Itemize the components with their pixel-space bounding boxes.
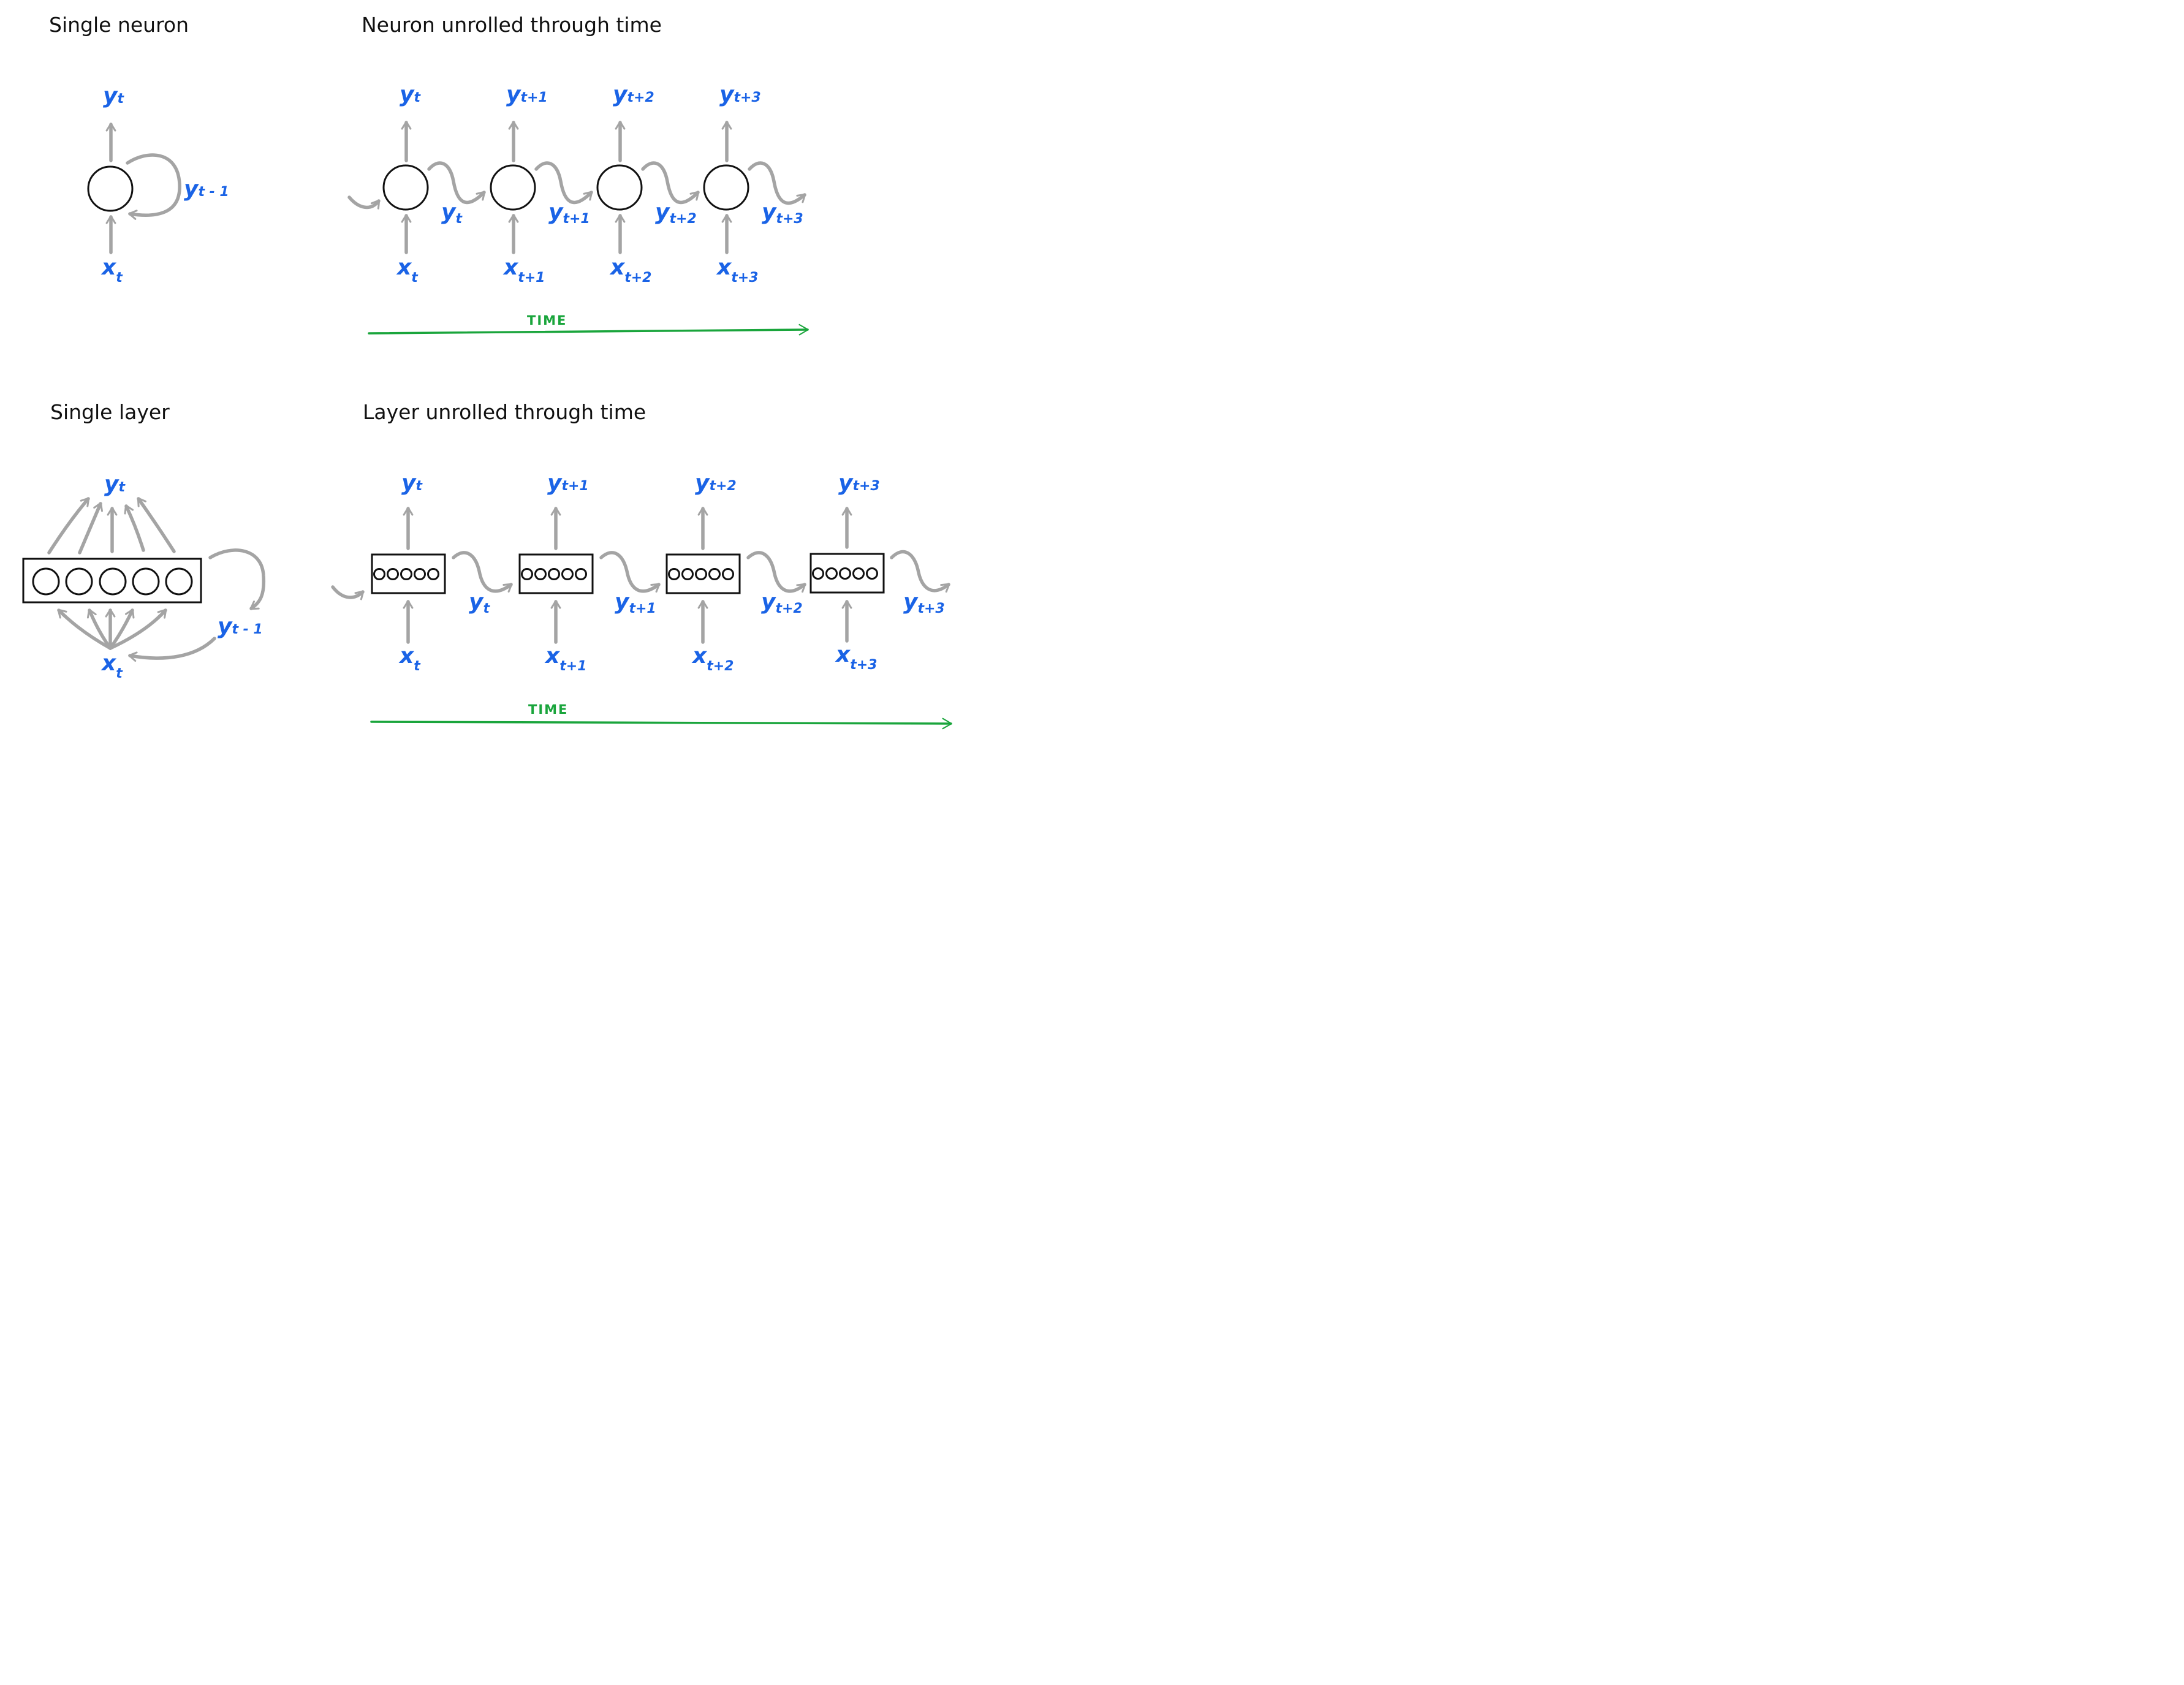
neuron-circle — [703, 164, 749, 211]
input-arrow — [86, 608, 112, 650]
recurrent-out-arrow — [208, 548, 266, 610]
layer-unrolled-title: Layer unrolled through time — [363, 400, 646, 424]
output-arrow — [137, 497, 176, 553]
output-arrow — [124, 504, 145, 552]
hidden-state-arrow — [452, 551, 513, 593]
single-layer-output-label: yt — [104, 472, 126, 497]
layer-neuron — [373, 568, 385, 580]
hidden-state-arrow — [890, 550, 950, 593]
hidden-state-arrow — [599, 551, 661, 593]
incoming-state-arrow — [347, 195, 381, 210]
time-arrow — [370, 718, 952, 730]
single-layer-title: Single layer — [50, 400, 170, 424]
layer-neuron — [99, 567, 127, 596]
layer-neuron — [839, 567, 851, 580]
neuron-circle — [596, 164, 643, 211]
neuron-unrolled-panel: yt xt yt yt+1 xt+1 yt+1 yt+2 xt+2 yt+2 y… — [347, 82, 809, 336]
output-arrow — [78, 502, 103, 555]
single-layer-feedback-label: yt - 1 — [218, 614, 263, 639]
input-label: xt+2 — [691, 643, 734, 674]
hidden-state-arrow — [427, 161, 486, 205]
layer-neuron — [668, 568, 680, 580]
hidden-state-label: yt+1 — [548, 200, 590, 227]
layer-neuron — [681, 568, 694, 580]
layer-neuron — [722, 568, 734, 580]
time-label: TIME — [527, 313, 567, 328]
neuron-circle — [490, 164, 536, 211]
hidden-state-label: yt+2 — [655, 200, 697, 227]
layer-neuron — [414, 568, 426, 580]
input-label: xt+3 — [716, 255, 759, 286]
layer-neuron — [427, 568, 439, 580]
time-arrow — [368, 324, 809, 336]
hidden-state-label: yt+3 — [762, 200, 803, 227]
hidden-state-label: yt — [441, 200, 463, 227]
layer-neuron — [132, 567, 160, 596]
hidden-state-label: yt+2 — [761, 589, 803, 616]
layer-neuron — [548, 568, 560, 580]
output-label: yt+2 — [695, 471, 737, 496]
input-label: xt+2 — [609, 255, 652, 286]
layer-neuron — [575, 568, 587, 580]
single-layer-input-label: xt — [100, 651, 123, 681]
hidden-state-label: yt — [469, 589, 490, 616]
output-label: yt+1 — [506, 82, 548, 107]
output-arrow — [47, 497, 90, 555]
neuron-circle — [87, 165, 134, 212]
output-label: yt+1 — [547, 471, 589, 496]
hidden-state-arrow — [534, 161, 593, 205]
neuron-unrolled-title: Neuron unrolled through time — [362, 13, 662, 37]
output-label: yt+2 — [613, 82, 654, 107]
single-neuron-input-label: xt — [100, 255, 123, 286]
layer-unrolled-panel: yt xt yt yt+1 xt+1 yt+1 yt+2 xt+2 yt+2 — [331, 471, 952, 730]
input-label: xt — [398, 643, 421, 674]
layer-neuron — [852, 567, 865, 580]
single-neuron-output-label: yt — [103, 83, 124, 108]
single-layer-panel: yt xt yt - 1 — [22, 472, 266, 681]
layer-neuron — [825, 567, 838, 580]
input-label: xt+1 — [502, 255, 545, 286]
layer-neuron — [812, 567, 824, 580]
layer-neuron — [561, 568, 574, 580]
single-neuron-title: Single neuron — [49, 13, 189, 37]
layer-neuron — [387, 568, 399, 580]
layer-neuron — [695, 568, 707, 580]
layer-neuron — [521, 568, 533, 580]
neuron-circle — [382, 164, 429, 211]
input-arrow — [108, 608, 135, 650]
time-label: TIME — [528, 702, 568, 717]
layer-neuron — [65, 567, 93, 596]
hidden-state-label: yt+3 — [903, 589, 945, 616]
input-arrow — [108, 608, 167, 650]
hidden-state-arrow — [748, 161, 806, 205]
layer-neuron — [534, 568, 547, 580]
input-label: xt+3 — [835, 642, 878, 673]
hidden-state-arrow — [746, 551, 806, 593]
recurrent-loop-arrow — [126, 153, 181, 220]
input-label: xt — [396, 255, 419, 286]
output-label: yt — [400, 82, 421, 107]
incoming-state-arrow — [331, 585, 365, 600]
layer-neuron — [866, 567, 878, 580]
layer-neuron — [165, 567, 193, 596]
recurrent-in-arrow — [128, 637, 216, 662]
layer-neuron — [708, 568, 721, 580]
output-label: yt+3 — [719, 82, 761, 107]
single-neuron-feedback-label: yt - 1 — [184, 176, 229, 202]
input-label: xt+1 — [544, 643, 587, 674]
layer-neuron — [400, 568, 412, 580]
single-neuron-panel: yt xt yt - 1 — [87, 83, 229, 286]
input-arrow — [57, 608, 112, 650]
rnn-unrolling-diagram: Single neuron Neuron unrolled through ti… — [22, 13, 952, 730]
hidden-state-arrow — [641, 161, 700, 205]
layer-neuron — [32, 567, 60, 596]
hidden-state-label: yt+1 — [615, 589, 656, 616]
output-label: yt+3 — [838, 471, 880, 496]
output-label: yt — [401, 471, 423, 496]
